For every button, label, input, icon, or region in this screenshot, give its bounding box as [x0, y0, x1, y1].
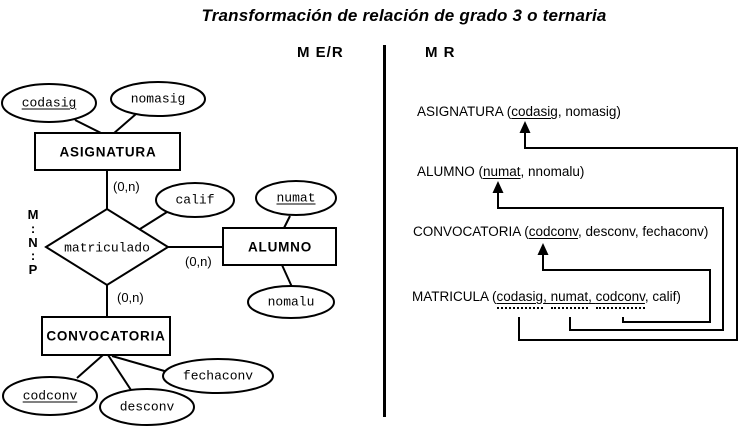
- nomalu-attribute-ellipse: [247, 285, 335, 319]
- relation-name: CONVOCATORIA (: [413, 224, 529, 239]
- arrowhead-alumno-icon: [492, 181, 504, 193]
- relation-name: ALUMNO (: [417, 164, 484, 179]
- nomasig-attribute-label: nomasig: [130, 91, 186, 107]
- mr-fk-arrowheads: [492, 121, 549, 255]
- foreign-key: codconv: [595, 289, 645, 309]
- foreign-key: codasig: [496, 289, 544, 309]
- codconv-attribute-label: codconv: [22, 388, 78, 404]
- fk-line-codasig-to-asignatura: [518, 131, 738, 341]
- matriculado-relationship-diamond: [44, 207, 170, 287]
- numat-attribute-ellipse: [255, 180, 337, 216]
- relation-name: MATRICULA (: [412, 289, 497, 304]
- relation-name: ASIGNATURA (: [417, 104, 512, 119]
- connector-nomasig-asignatura: [112, 113, 137, 135]
- key-separator: ,: [588, 289, 596, 304]
- connector-convocatoria-codconv: [76, 354, 104, 379]
- primary-key: codasig: [511, 104, 558, 119]
- nomasig-attribute-ellipse: [110, 81, 206, 117]
- key-separator: ,: [543, 289, 551, 304]
- connector-codasig-asignatura: [74, 119, 104, 135]
- relation-row-alumno: ALUMNO (numat, nnomalu): [417, 164, 584, 179]
- fk-line-codconv-to-convocatoria: [542, 253, 711, 323]
- connector-convocatoria-desconv: [107, 354, 132, 391]
- nomalu-attribute-label: nomalu: [267, 294, 315, 310]
- primary-key: codconv: [528, 224, 579, 239]
- left-model-header: M E/R: [297, 44, 344, 61]
- connector-numat-alumno: [283, 215, 291, 229]
- other-attrs: , nnomalu): [520, 164, 585, 179]
- desconv-attribute-label: desconv: [119, 399, 175, 415]
- cardinality-ratio-mnp: M : N : P: [27, 207, 39, 278]
- other-attrs: , calif): [644, 289, 681, 304]
- arrowhead-asignatura-icon: [519, 121, 531, 133]
- asignatura-entity-label: ASIGNATURA: [59, 144, 157, 160]
- calif-attribute-label: calif: [175, 192, 215, 208]
- connector-alumno-nomalu: [281, 264, 293, 288]
- codasig-attribute-label: codasig: [21, 95, 77, 111]
- alumno-entity-label: ALUMNO: [247, 239, 313, 255]
- codasig-attribute-ellipse: [1, 83, 97, 123]
- page-title: Transformación de relación de grado 3 o …: [201, 6, 607, 25]
- fechaconv-attribute-ellipse: [162, 358, 274, 394]
- relation-row-convocatoria: CONVOCATORIA (codconv, desconv, fechacon…: [413, 224, 708, 239]
- er-connectors: [74, 113, 293, 391]
- mr-fk-references: [497, 131, 738, 341]
- right-model-header: M R: [425, 44, 456, 61]
- er-shapes: [1, 81, 337, 426]
- codconv-attribute-ellipse: [2, 376, 98, 416]
- arrowhead-convocatoria-icon: [537, 243, 549, 255]
- relation-row-asignatura: ASIGNATURA (codasig, nomasig): [417, 104, 621, 119]
- asignatura-entity-box: [34, 132, 181, 171]
- connector-convocatoria-fechaconv: [111, 355, 169, 373]
- cardinality-asignatura: (0,n): [113, 179, 140, 194]
- primary-key: numat: [483, 164, 521, 179]
- foreign-key: numat: [550, 289, 589, 309]
- alumno-entity-box: [222, 227, 337, 266]
- fechaconv-attribute-label: fechaconv: [182, 368, 254, 384]
- other-attrs: , nomasig): [557, 104, 621, 119]
- connector-calif-matriculado: [139, 211, 168, 230]
- desconv-attribute-ellipse: [99, 388, 195, 426]
- other-attrs: , desconv, fechaconv): [578, 224, 709, 239]
- cardinality-alumno: (0,n): [185, 254, 212, 269]
- convocatoria-entity-label: CONVOCATORIA: [46, 328, 166, 344]
- convocatoria-entity-box: [41, 316, 171, 356]
- numat-attribute-label: numat: [276, 190, 316, 206]
- relation-row-matricula: MATRICULA (codasig, numat, codconv, cali…: [412, 289, 681, 309]
- matriculado-relationship-label: matriculado: [64, 240, 150, 256]
- fk-line-numat-to-alumno: [497, 191, 724, 331]
- calif-attribute-ellipse: [155, 182, 235, 218]
- cardinality-convocatoria: (0,n): [117, 290, 144, 305]
